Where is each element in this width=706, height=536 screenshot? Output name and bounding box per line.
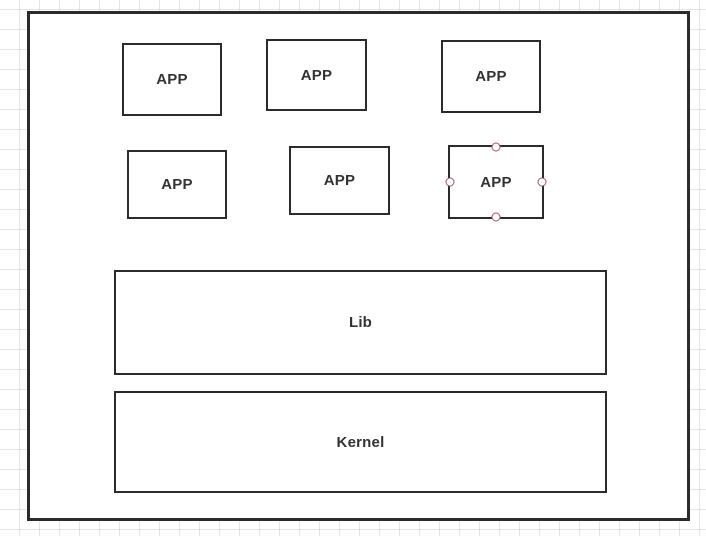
app-box-2[interactable]: APP	[266, 39, 367, 111]
app-box-4[interactable]: APP	[127, 150, 227, 219]
app-box-1-label: APP	[156, 71, 188, 88]
lib-box-label: Lib	[348, 314, 373, 331]
app-box-5[interactable]: APP	[289, 146, 390, 215]
kernel-box-label: Kernel	[336, 433, 385, 451]
system-boundary-box[interactable]	[27, 11, 690, 521]
app-box-1[interactable]: APP	[122, 43, 222, 116]
kernel-box[interactable]: Kernel	[114, 391, 607, 493]
connection-handle-top-icon[interactable]	[491, 142, 501, 152]
app-box-6-label: APP	[480, 173, 512, 191]
app-box-5-label: APP	[323, 172, 356, 189]
app-box-3[interactable]: APP	[441, 40, 541, 113]
app-box-4-label: APP	[161, 176, 193, 193]
connection-handle-left-icon[interactable]	[445, 177, 455, 187]
connection-handle-bottom-icon[interactable]	[491, 212, 501, 222]
app-box-6-selected[interactable]: APP	[445, 142, 547, 222]
connection-handle-right-icon[interactable]	[537, 177, 547, 187]
lib-box[interactable]: Lib	[114, 270, 607, 375]
app-box-3-label: APP	[475, 68, 507, 85]
app-box-2-label: APP	[300, 66, 333, 84]
